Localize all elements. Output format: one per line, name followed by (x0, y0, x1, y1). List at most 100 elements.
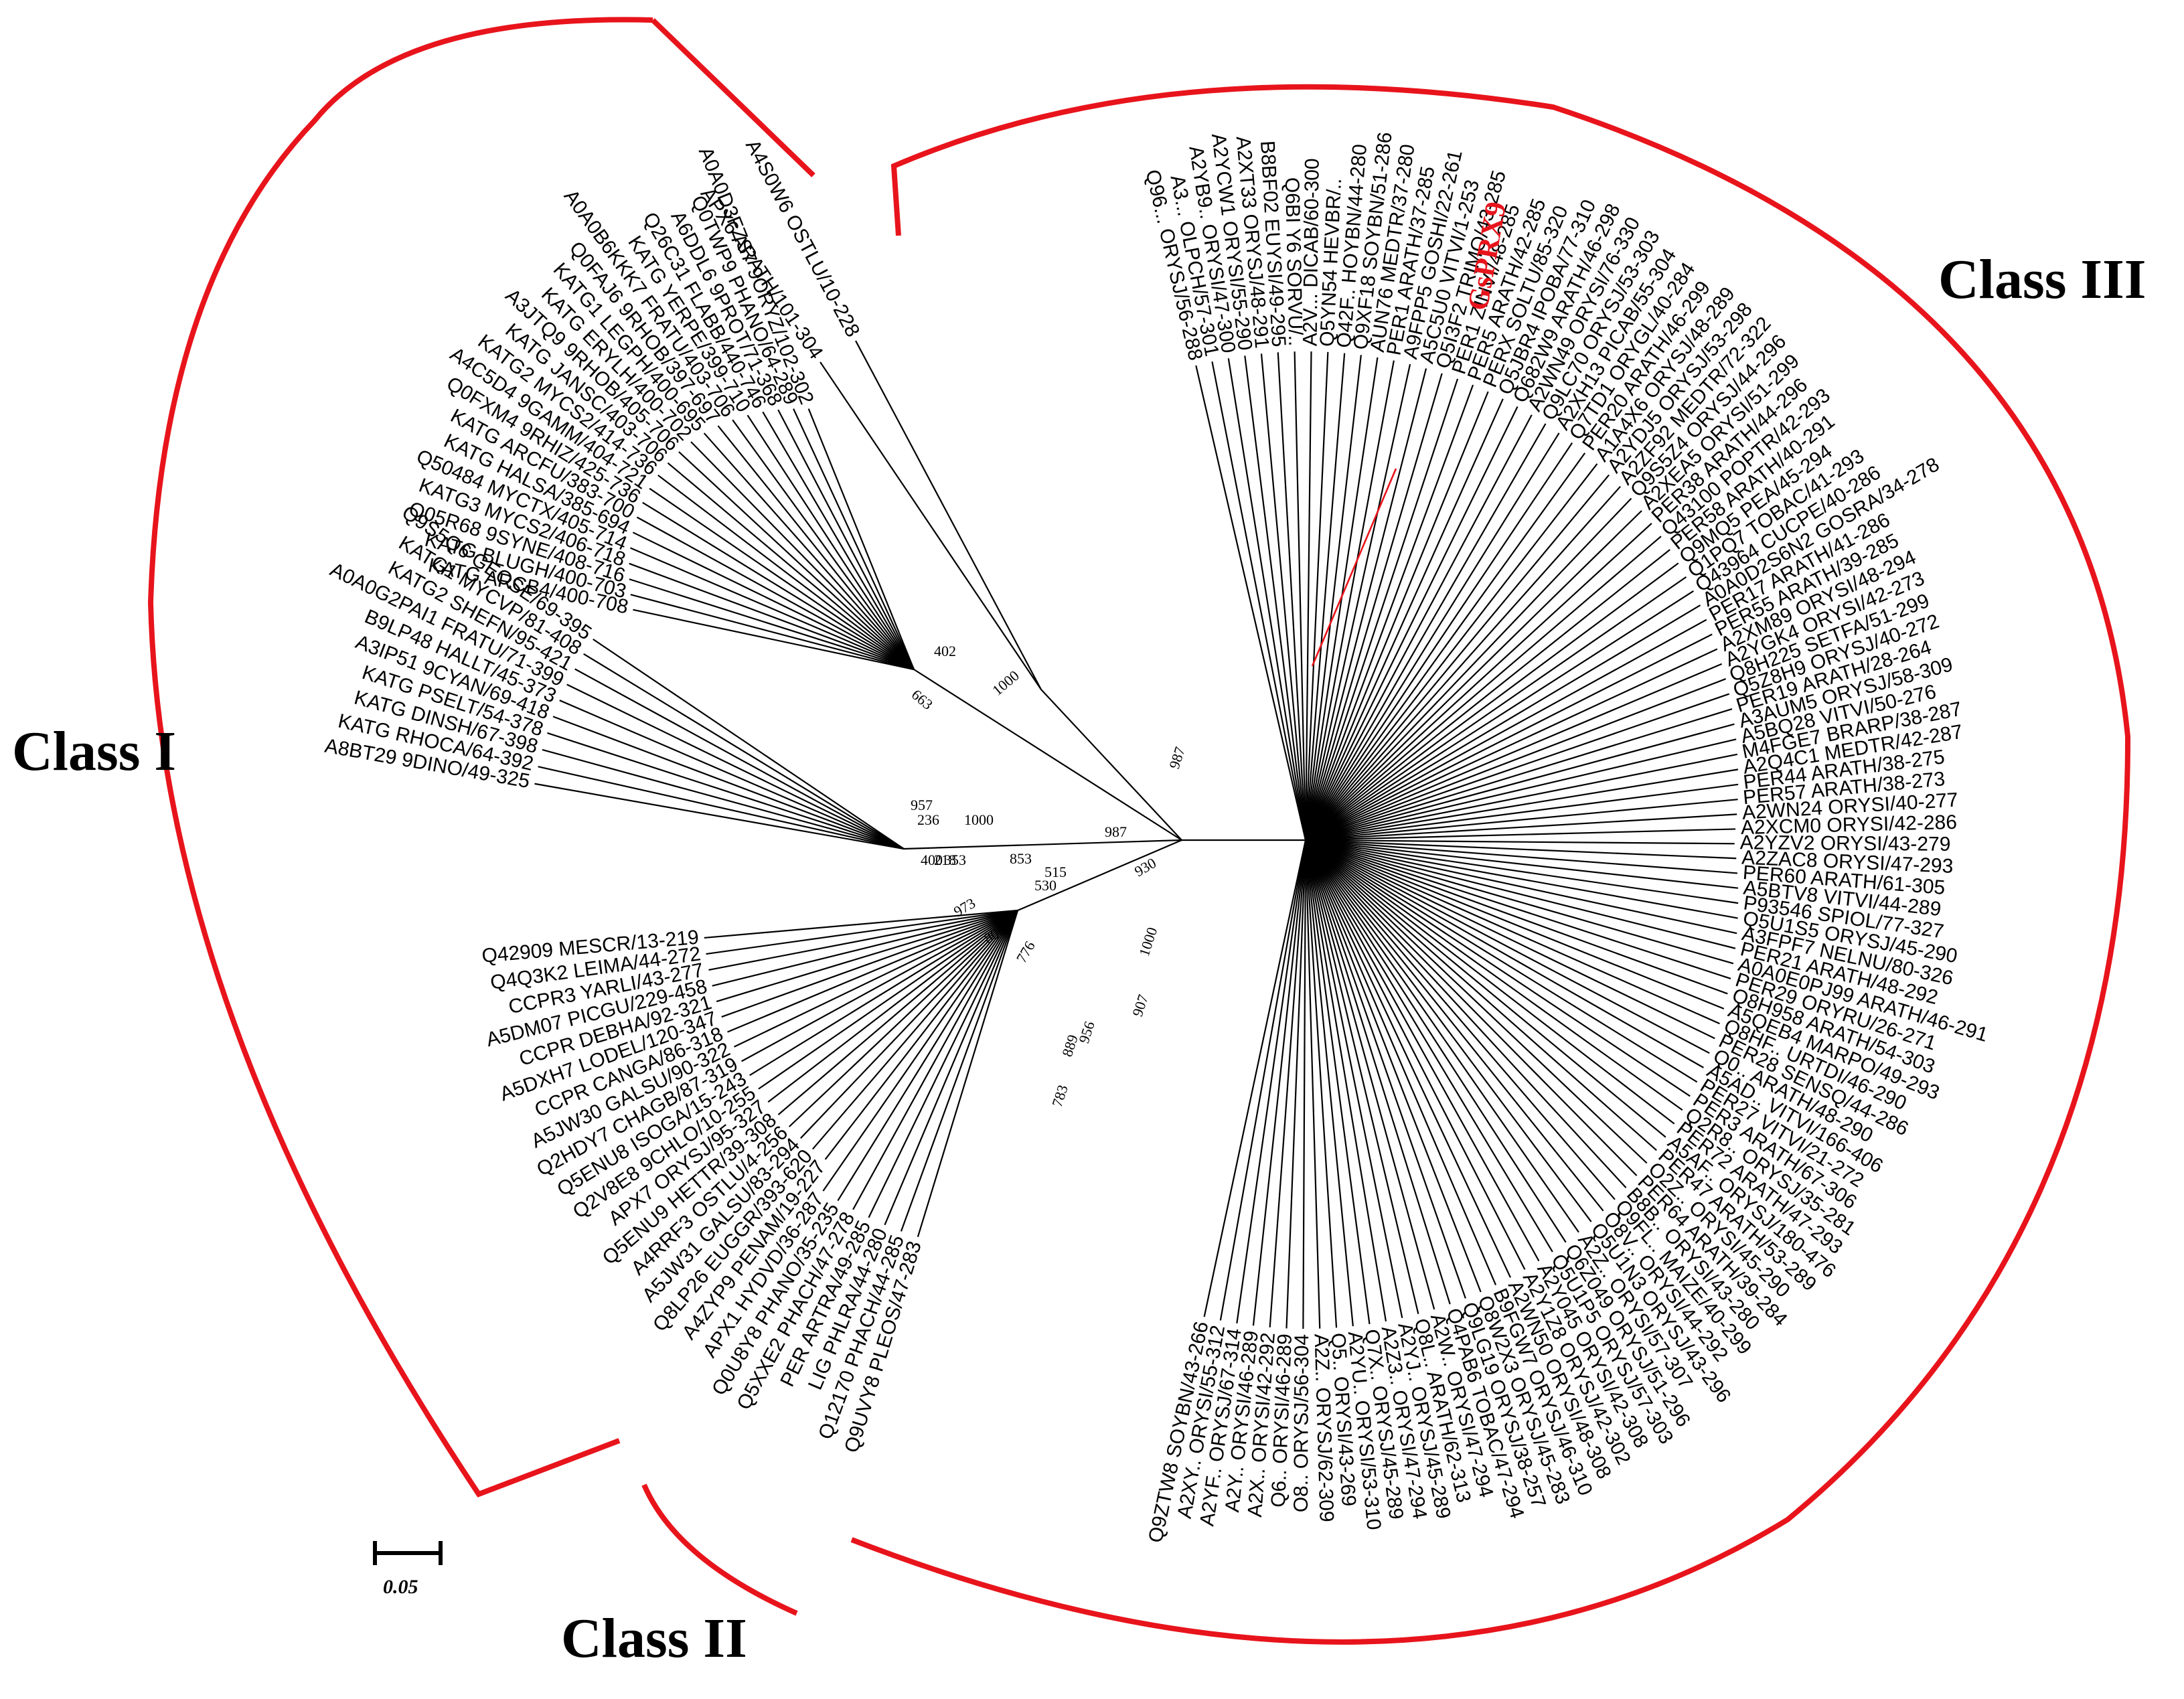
bootstrap-value: 353 (944, 852, 966, 868)
branch-line (1304, 351, 1329, 841)
branch-line (1305, 474, 1610, 841)
branch-line (1305, 839, 1728, 995)
branch-line (1305, 423, 1547, 841)
branch-line (1252, 839, 1307, 1326)
bootstrap-value: 987 (1166, 744, 1188, 771)
branch-line (1305, 648, 1718, 841)
bootstrap-value: 907 (1129, 992, 1152, 1018)
leaf-label: Q6BI Y6 SORVU/.. (1281, 177, 1307, 347)
branch-line (1305, 693, 1730, 841)
branch-line (1304, 391, 1489, 841)
branch-line (1305, 799, 1738, 841)
bootstrap-value: 236 (917, 811, 939, 828)
branch-line (1305, 536, 1662, 841)
branch-line (703, 432, 915, 670)
class-ii-arc (641, 1483, 798, 1616)
branch-line (1305, 633, 1713, 841)
branch-line (1305, 522, 1652, 841)
branch-line (629, 562, 915, 671)
branch-line (716, 909, 1018, 1003)
branch-line (1260, 353, 1307, 841)
branch-line (1304, 355, 1362, 841)
branch-line (1304, 839, 1387, 1322)
branch-line (1305, 839, 1715, 1040)
branch-line (1305, 839, 1579, 1233)
bootstrap-value: 402 (934, 643, 956, 659)
bootstrap-value: 218 (934, 852, 956, 868)
branch-line (824, 910, 1018, 1160)
branch-line (788, 910, 1018, 1127)
bootstrap-value: 1000 (964, 811, 994, 828)
branch-line (1285, 839, 1307, 1329)
branch-katgB (903, 839, 1182, 850)
branch-line (1305, 497, 1632, 841)
branch-line (566, 683, 905, 850)
branch-line (758, 910, 1018, 1090)
branch-ccp (1017, 839, 1182, 912)
branch-line (1305, 813, 1737, 841)
branch-line (1195, 365, 1307, 841)
branch-line (1305, 839, 1683, 1111)
branch-line (855, 340, 1042, 690)
branch-line (1219, 839, 1307, 1321)
branch-line (1305, 510, 1642, 841)
branch-line (1305, 576, 1687, 841)
branch-line (777, 409, 915, 670)
branch-line (1305, 562, 1679, 841)
branch-line (633, 609, 915, 671)
branch-line (793, 408, 915, 670)
branch-line (1211, 361, 1307, 841)
branch-line (1305, 839, 1725, 1009)
branch-line (1304, 398, 1504, 841)
bootstrap-value: 987 (1105, 823, 1127, 840)
bootstrap-value: 930 (1132, 854, 1159, 880)
branch-line (1304, 351, 1312, 841)
bootstrap-value: 783 (1048, 1082, 1071, 1109)
branch-line (1305, 463, 1598, 841)
bootstrap-value: 515 (1044, 864, 1067, 880)
branch-line (1304, 839, 1466, 1299)
bootstrap-value: 400 (921, 852, 943, 868)
branch-apxTop (1040, 689, 1182, 841)
branch-line (667, 462, 915, 670)
branch-line (1305, 839, 1604, 1212)
branch-line (1304, 363, 1411, 841)
branch-line (712, 909, 1018, 987)
branch-line (642, 501, 915, 670)
branch-line (1304, 839, 1371, 1325)
branch-line (1305, 839, 1738, 919)
bootstrap-value: 1000 (989, 667, 1022, 698)
branch-line (1305, 839, 1616, 1200)
branch-line (820, 361, 1042, 690)
bootstrap-value: 776 (1013, 938, 1038, 965)
branch-katgA (913, 669, 1182, 841)
branch-line (1304, 839, 1321, 1329)
branch-line (1304, 839, 1354, 1327)
branch-line (868, 910, 1018, 1218)
branch-line (1305, 768, 1739, 841)
leaf-label: A2V... DICAB/60-300 (1299, 158, 1323, 346)
branch-line (1304, 360, 1395, 841)
branch-line (1304, 384, 1474, 841)
branch-line (1305, 406, 1518, 841)
branch-line (1277, 352, 1307, 841)
branch-line (1305, 839, 1737, 860)
branch-line (1269, 839, 1307, 1327)
scale-bar-label: 0.05 (383, 1576, 418, 1598)
branch-line (559, 700, 905, 850)
branch-line (807, 408, 915, 670)
branch-line (629, 578, 915, 671)
branch-line (1305, 839, 1739, 889)
branch-line (1304, 378, 1459, 841)
branch-line (749, 910, 1018, 1076)
branch-line (542, 748, 905, 850)
branch-line (1305, 828, 1736, 841)
branch-line (1305, 678, 1726, 841)
branch-line (900, 910, 1019, 1232)
branch-line (1305, 839, 1735, 845)
branch-line (1305, 663, 1723, 841)
branch-line (1305, 432, 1560, 841)
branch-line (721, 909, 1018, 1018)
